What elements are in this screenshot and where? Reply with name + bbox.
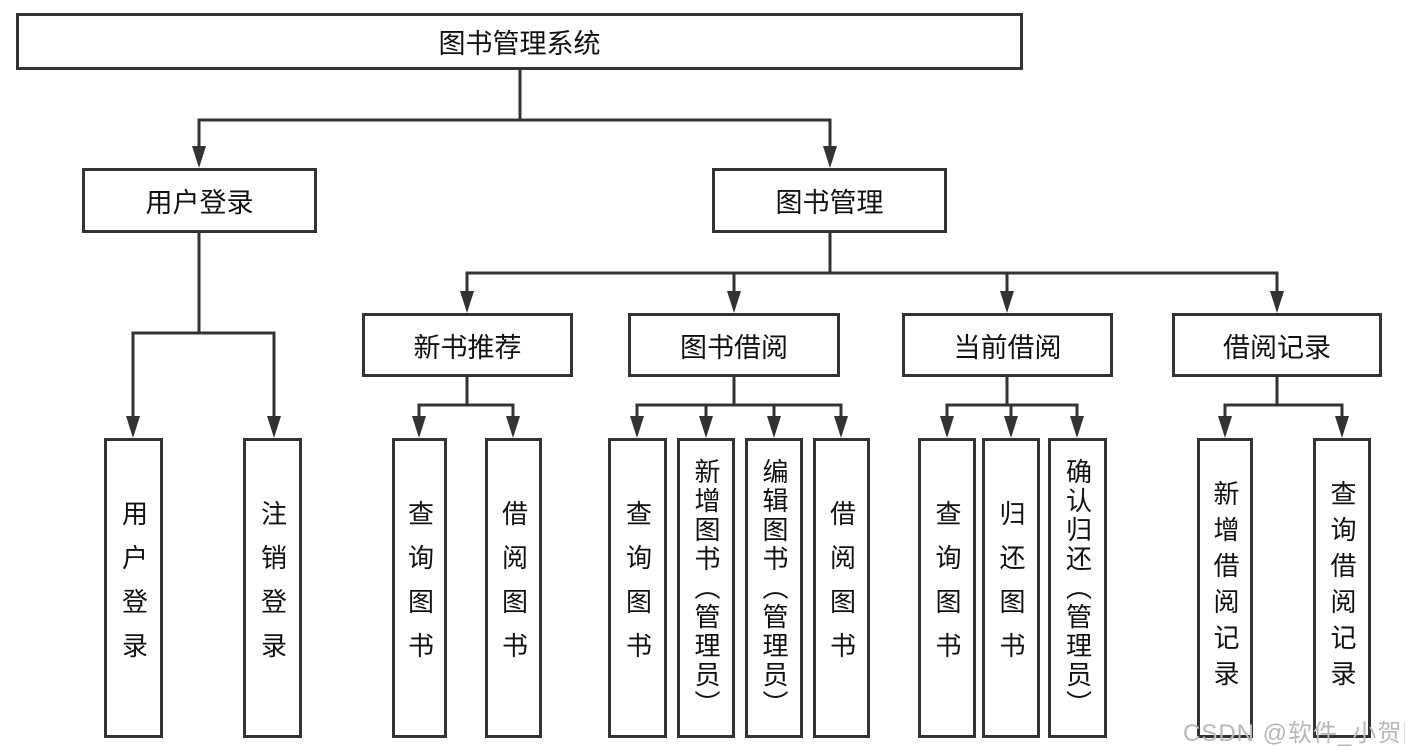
node-user-login: 用户登录 xyxy=(82,168,317,233)
user-login-connector xyxy=(126,231,281,438)
leaf-logout: 注销登录 xyxy=(243,438,302,738)
arrow-down-icon xyxy=(1218,416,1232,438)
leaf-add-borrow-record: 新增借阅记录 xyxy=(1197,438,1253,738)
arrow-down-icon xyxy=(126,416,140,438)
book-management-connector xyxy=(460,231,1284,313)
connector-line xyxy=(197,68,832,152)
arrow-down-icon xyxy=(1004,416,1018,438)
node-library-management-system: 图书管理系统 xyxy=(16,13,1023,70)
book-borrow-connector xyxy=(630,375,848,438)
leaf-confirm-return-admin: 确认归还（管理员） xyxy=(1048,438,1107,738)
node-book-borrow: 图书借阅 xyxy=(628,313,840,377)
leaf-edit-books-admin: 编辑图书（管理员） xyxy=(745,438,803,738)
arrow-down-icon xyxy=(1070,416,1084,438)
watermark: CSDN @软件_小贺同学 xyxy=(1183,720,1405,747)
leaf-query-books-borrow: 查询图书 xyxy=(608,438,667,738)
connector-line xyxy=(945,375,1079,422)
leaf-borrow-books-borrow: 借阅图书 xyxy=(813,438,870,738)
connector-line xyxy=(131,231,276,422)
connector-line xyxy=(635,375,843,422)
leaf-add-books-admin: 新增图书（管理员） xyxy=(677,438,735,738)
leaf-borrow-books-recommend: 借阅图书 xyxy=(485,438,542,738)
arrow-down-icon xyxy=(460,291,474,313)
connector-line xyxy=(417,375,515,422)
arrow-down-icon xyxy=(630,416,644,438)
arrow-down-icon xyxy=(1000,291,1014,313)
node-current-borrow: 当前借阅 xyxy=(902,313,1113,377)
leaf-user-login: 用户登录 xyxy=(104,438,163,738)
root-connector xyxy=(192,68,837,168)
node-book-management: 图书管理 xyxy=(712,168,947,233)
leaf-query-borrow-record: 查询借阅记录 xyxy=(1313,438,1371,738)
arrow-down-icon xyxy=(1335,416,1349,438)
leaf-query-books-recommend: 查询图书 xyxy=(392,438,447,738)
current-borrow-connector xyxy=(940,375,1084,438)
node-borrow-records: 借阅记录 xyxy=(1172,313,1382,377)
arrow-down-icon xyxy=(767,416,781,438)
arrow-down-icon xyxy=(506,416,520,438)
arrow-down-icon xyxy=(727,291,741,313)
connector-line xyxy=(465,231,1279,297)
arrow-down-icon xyxy=(823,146,837,168)
leaf-return-books: 归还图书 xyxy=(982,438,1040,738)
arrow-down-icon xyxy=(192,146,206,168)
arrow-down-icon xyxy=(940,416,954,438)
arrow-down-icon xyxy=(699,416,713,438)
connector-line xyxy=(1223,375,1344,422)
node-new-book-recommend: 新书推荐 xyxy=(362,313,573,377)
arrow-down-icon xyxy=(412,416,426,438)
borrow-records-connector xyxy=(1218,375,1349,438)
arrow-down-icon xyxy=(834,416,848,438)
arrow-down-icon xyxy=(1270,291,1284,313)
arrow-down-icon xyxy=(267,416,281,438)
new-book-recommend-connector xyxy=(412,375,520,438)
leaf-query-books-current: 查询图书 xyxy=(918,438,976,738)
